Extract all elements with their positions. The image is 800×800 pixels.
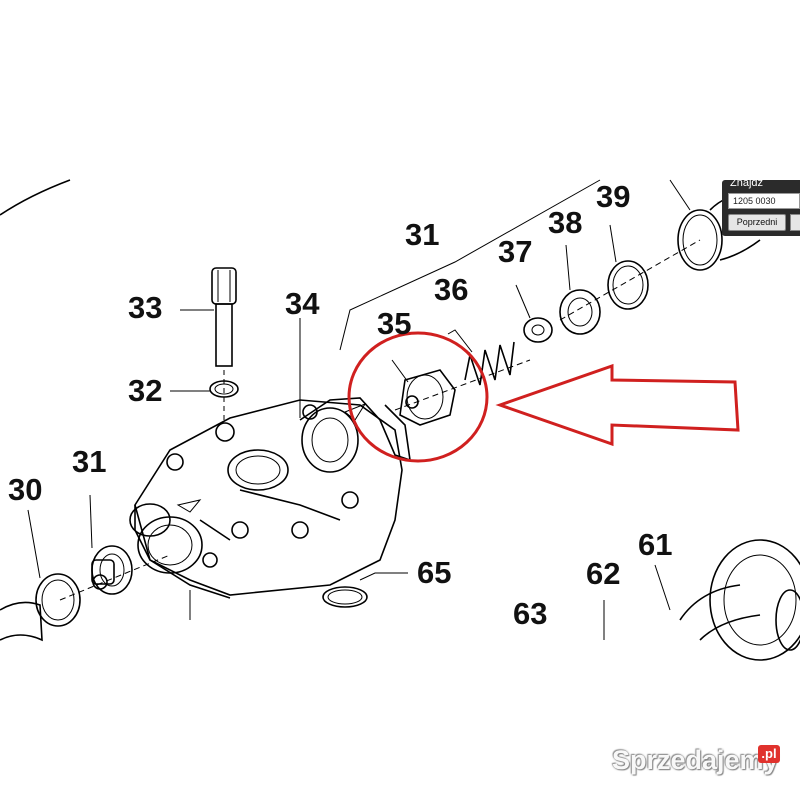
highlight-arrow bbox=[495, 363, 740, 447]
bolt-33 bbox=[180, 267, 237, 367]
spring-36 bbox=[447, 329, 515, 386]
label-63: 63 bbox=[513, 596, 547, 631]
find-panel: Znajdź 1205 0030 Poprzedni bbox=[722, 180, 800, 236]
highlight-circle bbox=[347, 331, 489, 463]
label-38: 38 bbox=[548, 205, 582, 240]
watermark-badge: .pl bbox=[758, 745, 780, 763]
housing-outline-lines bbox=[0, 179, 601, 351]
valve-35 bbox=[391, 359, 531, 426]
label-65: 65 bbox=[417, 555, 451, 590]
label-37: 37 bbox=[498, 234, 532, 269]
washer-32 bbox=[170, 370, 239, 420]
oring-65 bbox=[322, 572, 408, 608]
label-39: 39 bbox=[596, 179, 630, 214]
find-panel-title: Znajdź bbox=[730, 180, 764, 189]
find-next-button[interactable] bbox=[790, 214, 800, 231]
seat-37 bbox=[515, 284, 553, 343]
oring-30 bbox=[0, 509, 81, 642]
watermark-logo: Sprzedajemy bbox=[612, 745, 779, 775]
oring-39 bbox=[559, 224, 701, 321]
seal-38 bbox=[559, 244, 601, 335]
pump-head-34 bbox=[129, 318, 411, 620]
label-31-left: 31 bbox=[72, 444, 106, 479]
label-35: 35 bbox=[377, 306, 411, 341]
valve-31-left bbox=[59, 494, 171, 601]
find-search-input[interactable]: 1205 0030 bbox=[728, 193, 800, 209]
part-labels: 31 39 38 37 36 35 34 33 32 31 30 65 61 6… bbox=[8, 179, 672, 631]
label-62: 62 bbox=[586, 556, 620, 591]
label-33: 33 bbox=[128, 290, 162, 325]
label-36: 36 bbox=[434, 272, 468, 307]
label-61: 61 bbox=[638, 527, 672, 562]
label-31-top: 31 bbox=[405, 217, 439, 252]
label-30: 30 bbox=[8, 472, 42, 507]
parts-bottom-right bbox=[603, 539, 800, 661]
highlight-marker bbox=[347, 331, 740, 463]
label-32: 32 bbox=[128, 373, 162, 408]
find-previous-button[interactable]: Poprzedni bbox=[728, 214, 786, 231]
label-34: 34 bbox=[285, 286, 320, 321]
